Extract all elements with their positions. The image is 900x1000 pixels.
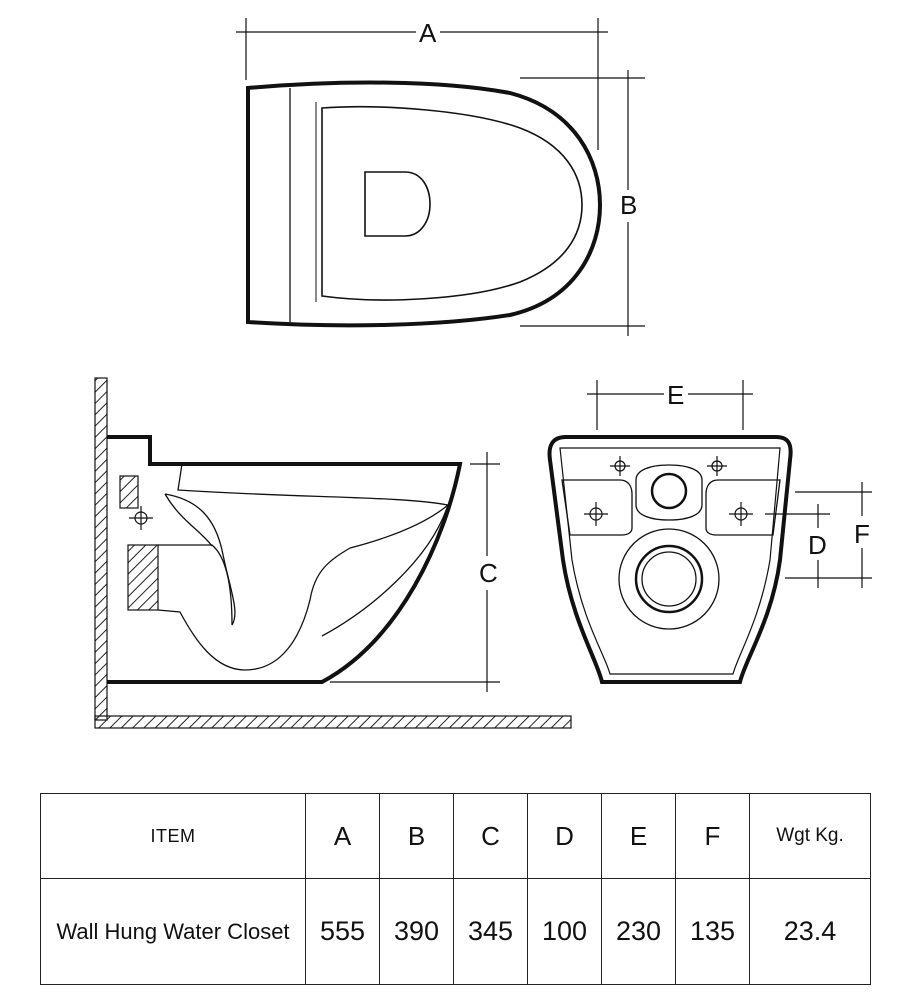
header-a: A [305, 792, 380, 880]
table-header-row: ITEM A B C D E F Wgt Kg. [40, 792, 871, 880]
cell-d: 100 [527, 878, 602, 985]
dim-label-a: A [419, 18, 437, 48]
dim-label-f: F [854, 519, 870, 549]
dim-label-b: B [620, 190, 637, 220]
top-view [236, 18, 645, 336]
header-f: F [675, 792, 750, 880]
dim-label-d: D [808, 530, 827, 560]
cell-c: 345 [453, 878, 528, 985]
cell-weight: 23.4 [749, 878, 871, 985]
table-row: Wall Hung Water Closet 555 390 345 100 2… [40, 878, 871, 985]
header-c: C [453, 792, 528, 880]
cell-a: 555 [305, 878, 380, 985]
dim-label-c: C [479, 558, 498, 588]
specifications-table: ITEM A B C D E F Wgt Kg. Wall Hung Water… [40, 792, 871, 985]
header-b: B [379, 792, 454, 880]
technical-drawing: A B C [94, 18, 872, 729]
header-item: ITEM [40, 792, 306, 880]
cell-item-name: Wall Hung Water Closet [40, 878, 306, 985]
cell-f: 135 [675, 878, 750, 985]
header-d: D [527, 792, 602, 880]
front-view [547, 380, 872, 684]
cell-e: 230 [601, 878, 676, 985]
header-e: E [601, 792, 676, 880]
cell-b: 390 [379, 878, 454, 985]
dim-label-e: E [667, 380, 684, 410]
side-view [94, 377, 572, 729]
header-weight: Wgt Kg. [749, 792, 871, 880]
